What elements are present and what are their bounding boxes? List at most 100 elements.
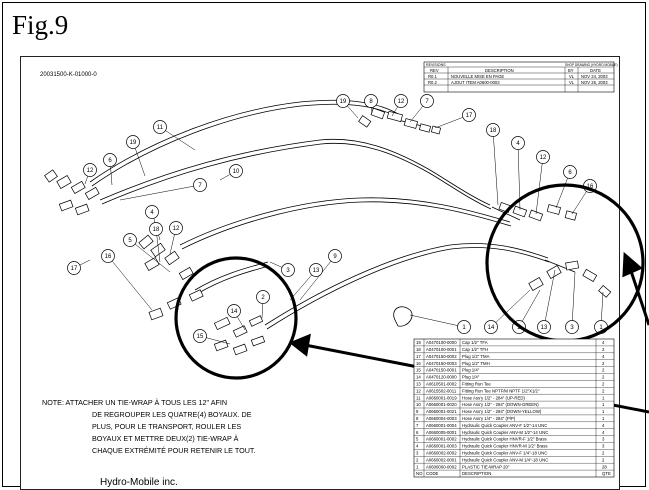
- bom-item-description: DESCRIPTION: [462, 471, 491, 476]
- callout-number: 6: [568, 170, 572, 176]
- fitting-group-mid: [138, 234, 266, 356]
- callout-leader: [159, 126, 196, 151]
- revision-row-1-by: VL: [569, 74, 575, 79]
- callout-bubble: [193, 329, 207, 343]
- revision-row-1-rev: R0.1: [428, 74, 438, 79]
- callout-bubble: [83, 163, 97, 177]
- bom-item-description: Hydraulic Quick Coupler ANV-F 1/4"-18 UN…: [462, 451, 547, 456]
- revisions-table: REVISIONS SHOP DRAWING (HYDRO MOBILE) RE…: [423, 61, 618, 93]
- callout-number: 12: [540, 155, 547, 161]
- bom-item-qty: 2: [602, 347, 605, 352]
- callout-bubble: [486, 123, 500, 137]
- bom-item-description: Plug 1/4": [462, 368, 480, 373]
- callout-bubble: [229, 164, 243, 178]
- callout-number: 12: [87, 168, 94, 174]
- bom-item-code: A0660004-0003: [426, 416, 457, 421]
- bom-item-qty: 4: [602, 430, 605, 435]
- document-number: 20031500-K-01000-0: [40, 72, 97, 78]
- callout-number: 10: [233, 169, 240, 175]
- bom-item-no: 14: [416, 375, 421, 380]
- hose-9: [179, 197, 512, 250]
- assembly-note: NOTE: ATTACHER UN TIE-WRAP À TOUS LES 12…: [42, 397, 342, 457]
- bom-item-description: Hydraulic Quick Coupler ANV-F 1/2"-14 UN…: [462, 423, 547, 428]
- bom-item-description: Fitting Run Tee NPTF/M NPTF 1/2"X1/2": [462, 388, 540, 393]
- bom-item-no: 9: [416, 409, 419, 414]
- callout-number: 2: [261, 295, 265, 301]
- fittings: [44, 107, 612, 356]
- bom-item-qty: 2: [602, 382, 605, 387]
- bom-item-qty: 2: [602, 451, 605, 456]
- hoses: [89, 99, 576, 330]
- bom-item-description: Fitting Run Tee: [462, 382, 491, 387]
- bom-item-code: A0660002-0002: [426, 451, 457, 456]
- leader-lines: [73, 100, 604, 345]
- callout-number: 3: [570, 325, 574, 331]
- bom-item-code: A0470150-0002: [426, 354, 457, 359]
- callout-bubble: [536, 150, 550, 164]
- callout-number: 13: [541, 325, 548, 331]
- callout-number: 16: [105, 254, 112, 260]
- bom-item-no: 13: [416, 382, 421, 387]
- note-line-4: BOYAUX ET METTRE DEUX(2) TIE-WRAP À: [92, 434, 239, 443]
- callout-bubble: [281, 263, 295, 277]
- bom-item-no: 5: [416, 437, 419, 442]
- callout-bubble: [462, 108, 476, 122]
- bom-item-no: 19: [416, 340, 421, 345]
- bom-item-code: A0660001-0020: [426, 402, 457, 407]
- callout-number: 9: [333, 254, 337, 260]
- bom-item-no: 1: [416, 464, 419, 469]
- bom-item-code: CODE: [426, 471, 439, 476]
- tie-wrap-1: [393, 306, 413, 327]
- arrow-head-right-circle: [622, 251, 643, 278]
- callout-number: 1: [599, 325, 603, 331]
- callout-number: 5: [128, 238, 132, 244]
- revision-row-2-date: NOV 26, 2003: [581, 80, 608, 85]
- fitting-group-top: [358, 107, 442, 135]
- bom-item-no: 12: [416, 388, 421, 393]
- bom-item-description: Cap 1/2" TFA: [462, 340, 488, 345]
- callout-bubble: [67, 261, 81, 275]
- hose-ends-right: [389, 117, 576, 273]
- fitting-group-right: [498, 202, 612, 298]
- revision-row-2-rev: R0.2: [428, 80, 438, 85]
- callout-number: 7: [198, 183, 202, 189]
- fitting-group-left: [44, 169, 100, 216]
- bom-item-qty: 3: [602, 437, 605, 442]
- callout-bubble: [457, 320, 471, 334]
- note-line-3: PLUS, POUR LE TRANSPORT, ROULER LES: [92, 422, 242, 431]
- bom-item-qty: 4: [602, 354, 605, 359]
- bom-item-no: 18: [416, 347, 421, 352]
- bom-item-no: 11: [416, 395, 421, 400]
- note-line-2: DE REGROUPER LES QUATRE(4) BOYAUX. DE: [92, 410, 252, 419]
- bom-item-no: 4: [416, 444, 419, 449]
- callout-bubble: [193, 178, 207, 192]
- bom-item-qty: 1: [602, 416, 605, 421]
- figure-title: Fig.9: [12, 10, 69, 40]
- callout-leader: [409, 314, 465, 328]
- bom-item-description: Plug 1/4": [462, 375, 480, 380]
- bom-item-qty: 28: [602, 464, 607, 469]
- callout-leader: [129, 239, 171, 273]
- callout-number: 2: [517, 325, 521, 331]
- callout-bubble: [103, 153, 117, 167]
- revision-row-2-description: AJOUT ITEM A0600-0003: [451, 80, 500, 85]
- bom-item-no: 7: [416, 423, 419, 428]
- bom-item-code: A0660001-0021: [426, 409, 457, 414]
- revisions-shop-label: SHOP DRAWING (HYDRO MOBILE): [565, 63, 618, 67]
- callout-number: 14: [488, 325, 495, 331]
- bom-item-no: 3: [416, 451, 419, 456]
- callout-leader: [492, 129, 499, 206]
- callout-number: 13: [313, 268, 320, 274]
- bom-item-qty: 2: [602, 388, 605, 393]
- bom-item-code: A0660001-0002: [426, 437, 457, 442]
- bom-item-code: A0600000-0002: [426, 464, 457, 469]
- callout-number: 7: [425, 99, 429, 105]
- callout-number: 18: [490, 128, 497, 134]
- revision-row-1-date: NOV 24, 2003: [581, 74, 608, 79]
- bom-item-qty: 2: [602, 457, 605, 462]
- revisions-label: REVISIONS: [426, 63, 446, 67]
- bom-item-qty: 2: [602, 361, 605, 366]
- callout-number: 12: [398, 99, 405, 105]
- bom-item-code: A0615502-0011: [426, 388, 457, 393]
